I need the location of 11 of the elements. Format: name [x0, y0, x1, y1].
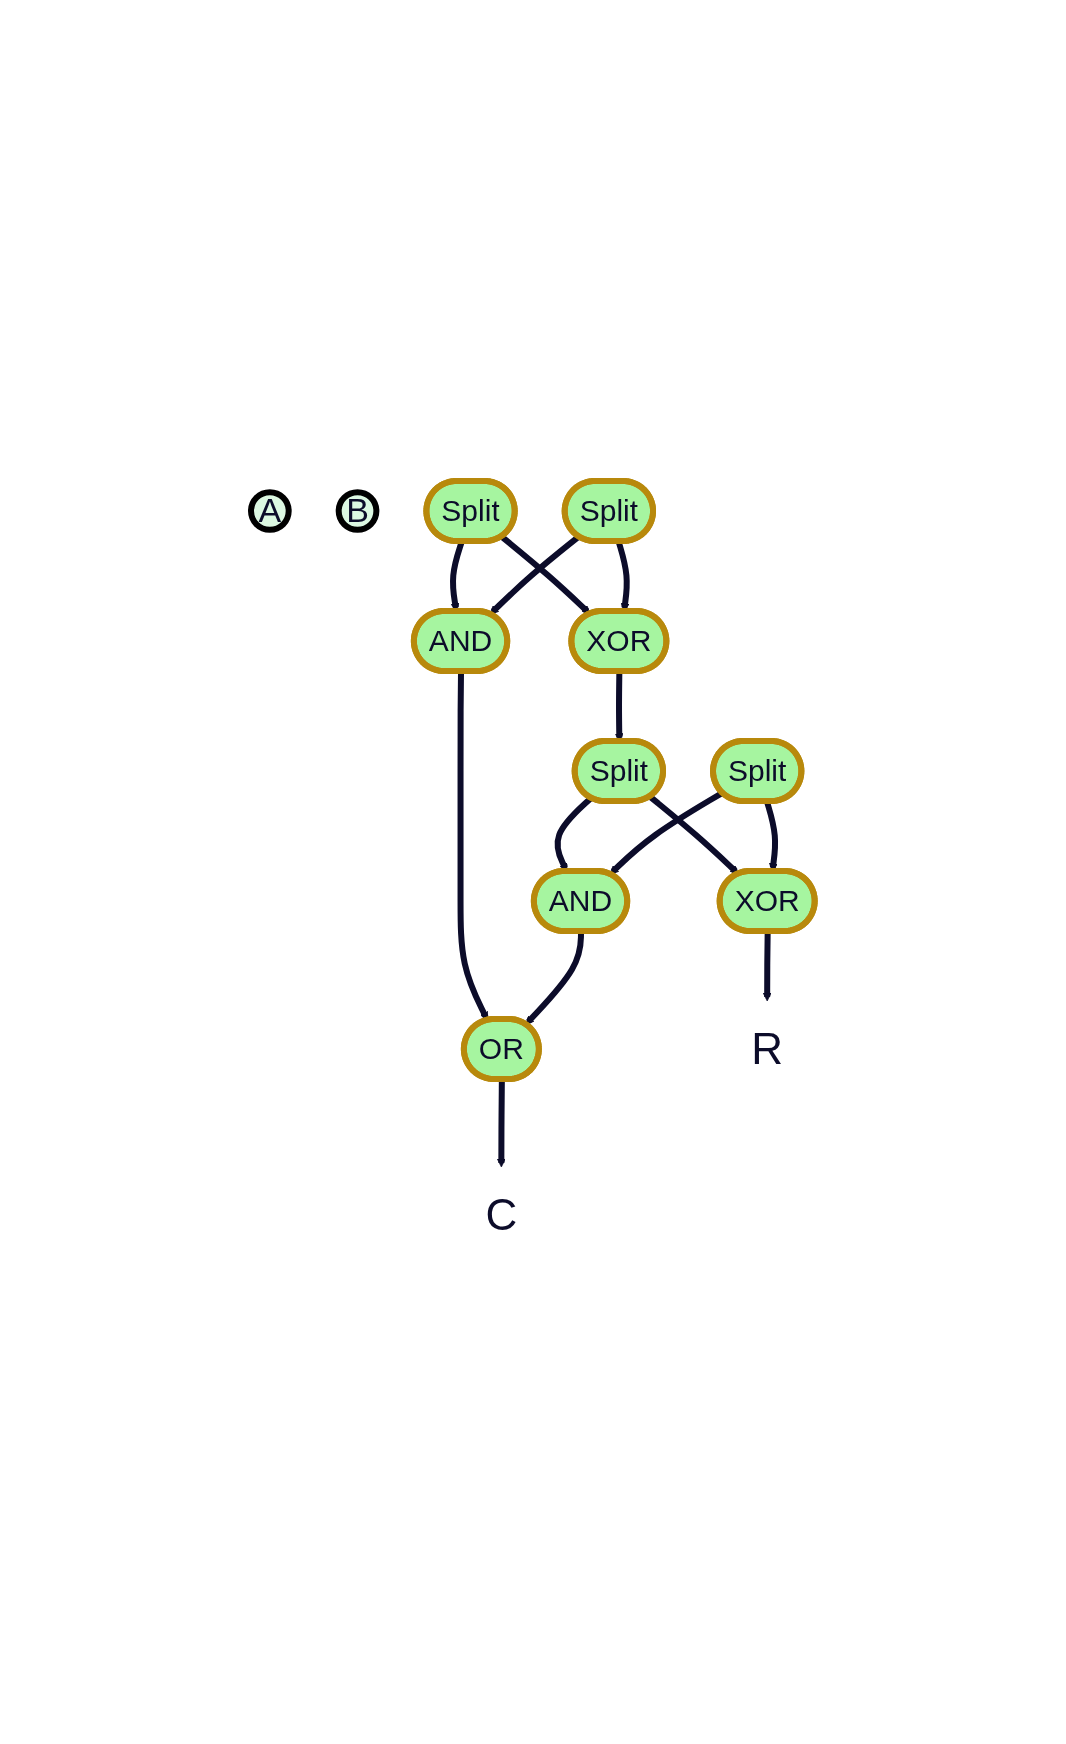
node-text: C	[485, 1189, 518, 1239]
arrow	[648, 794, 739, 875]
arrow	[497, 1079, 506, 1168]
arrow	[489, 534, 581, 615]
arrow	[525, 931, 585, 1025]
node-circle: B	[335, 489, 380, 533]
node-circle: A	[248, 489, 292, 533]
node-text: R	[751, 1023, 784, 1073]
arrow	[499, 534, 591, 615]
arrow	[609, 790, 725, 875]
arrow	[762, 931, 772, 1002]
